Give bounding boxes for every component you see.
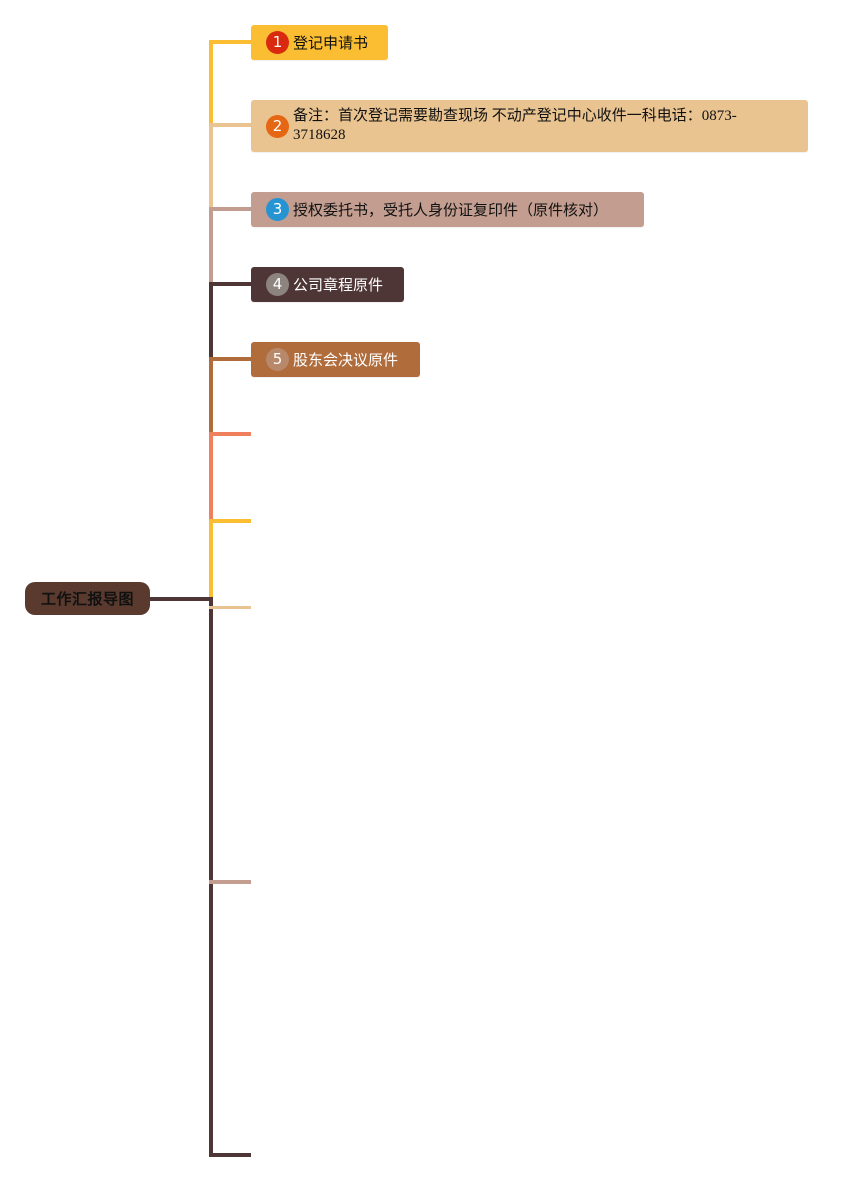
topic-label: 公司章程原件 xyxy=(293,275,384,294)
root-label: 工作汇报导图 xyxy=(40,590,134,608)
branch-stub-7 xyxy=(209,519,251,523)
trunk-segment-1 xyxy=(209,41,213,125)
trunk-segment-3 xyxy=(209,209,213,284)
branch-stub-4 xyxy=(209,282,251,286)
branch-stub-1 xyxy=(209,40,251,44)
topic-label: 备注：首次登记需要勘查现场 不动产登记中心收件一科电话：0873-3718628 xyxy=(293,108,737,143)
trunk-segment-5 xyxy=(209,359,213,434)
branch-stub-9 xyxy=(209,880,251,884)
branch-stub-3 xyxy=(209,207,251,211)
topic-node-2[interactable]: 2 备注：首次登记需要勘查现场 不动产登记中心收件一科电话：0873-37186… xyxy=(251,100,808,152)
topic-label: 股东会决议原件 xyxy=(293,350,399,369)
trunk-segment-6 xyxy=(209,434,213,521)
topic-node-1[interactable]: 1 登记申请书 xyxy=(251,25,388,60)
number-5-icon: 5 xyxy=(266,348,289,371)
branch-stub-5 xyxy=(209,357,251,361)
topic-node-4[interactable]: 4 公司章程原件 xyxy=(251,267,404,302)
topic-node-3[interactable]: 3 授权委托书，受托人身份证复印件（原件核对） xyxy=(251,192,644,227)
number-4-icon: 4 xyxy=(266,273,289,296)
trunk-segment-4 xyxy=(209,284,213,359)
branch-stub-2 xyxy=(209,123,251,127)
root-connector xyxy=(150,597,213,601)
topic-label: 登记申请书 xyxy=(293,33,369,52)
trunk-segment-8 xyxy=(209,597,213,1157)
root-node[interactable]: 工作汇报导图 xyxy=(25,582,150,615)
branch-stub-10 xyxy=(209,1153,251,1157)
topic-node-5[interactable]: 5 股东会决议原件 xyxy=(251,342,420,377)
topic-label: 授权委托书，受托人身份证复印件（原件核对） xyxy=(293,200,609,219)
branch-stub-6 xyxy=(209,432,251,436)
trunk-segment-2 xyxy=(209,125,213,209)
number-2-icon: 2 xyxy=(266,114,289,138)
number-3-icon: 3 xyxy=(266,198,289,221)
trunk-segment-7 xyxy=(209,521,213,599)
number-1-icon: 1 xyxy=(266,31,289,54)
branch-stub-8 xyxy=(209,606,251,609)
